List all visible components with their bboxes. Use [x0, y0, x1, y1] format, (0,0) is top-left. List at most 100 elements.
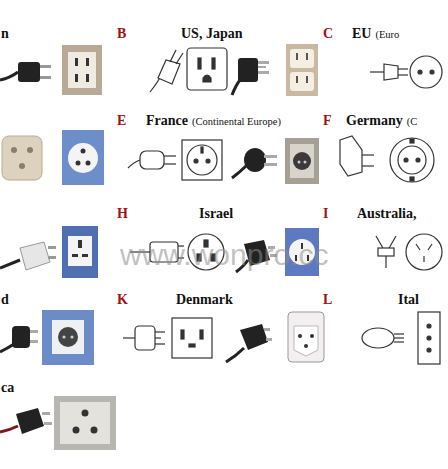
socket-photo [58, 327, 78, 347]
socket-drawing [427, 336, 431, 340]
plug-drawing [394, 333, 404, 334]
socket-drawing [427, 324, 431, 328]
black-plug [0, 326, 38, 352]
socket-drawing [187, 48, 227, 90]
socket-drawing [410, 139, 414, 143]
socket-photo [304, 344, 308, 348]
socket-drawing [398, 146, 426, 174]
socket-photo [86, 58, 89, 66]
black-plug [258, 71, 269, 74]
country-name: n [1, 26, 9, 42]
black-plug [40, 65, 51, 68]
black-plug [0, 426, 18, 432]
black-plug [30, 340, 38, 343]
plug-drawing [384, 64, 398, 80]
socket-drawing [182, 140, 222, 180]
black-plug [264, 328, 270, 331]
black-plug [264, 155, 277, 158]
plug-drawing [123, 337, 135, 338]
country-name: France [146, 113, 188, 129]
black-plug [40, 76, 51, 79]
country-name: Australia, [357, 206, 417, 222]
plug-drawing [135, 326, 155, 350]
socket-photo [294, 326, 318, 356]
country-name: Ital [398, 292, 419, 308]
type-letter: E [117, 113, 126, 129]
socket-drawing [430, 70, 434, 74]
black-plug [226, 324, 272, 362]
socket-drawing [212, 58, 215, 69]
socket-photo [288, 312, 324, 362]
plug-drawing [155, 331, 165, 332]
black-plug [42, 412, 50, 415]
plug-drawing [340, 136, 374, 176]
plug-photo [48, 256, 56, 259]
socket-photo [72, 254, 78, 257]
socket-photo [62, 226, 98, 278]
socket-drawing [203, 75, 211, 82]
black-plug [258, 66, 266, 68]
plug-drawing [376, 236, 396, 268]
socket-photo [54, 396, 116, 450]
type-letter: K [117, 292, 128, 308]
socket-photo [296, 76, 298, 83]
socket-drawing [390, 138, 434, 182]
socket-photo [290, 72, 314, 91]
socket-drawing [181, 330, 184, 339]
socket-photo [82, 410, 89, 417]
socket-photo [52, 320, 84, 354]
plug-drawing [394, 341, 404, 342]
black-plug [18, 62, 40, 82]
socket-photo [296, 53, 298, 60]
socket-photo [286, 44, 318, 96]
socket-photo [62, 130, 104, 185]
socket-photo [70, 335, 73, 338]
socket-photo [62, 45, 102, 95]
country-name: Germany [346, 113, 403, 129]
type-letter: B [117, 26, 126, 42]
country-name: US, Japan [181, 26, 242, 42]
plug-drawing [362, 154, 374, 155]
black-plug [232, 148, 277, 178]
socket-photo [288, 312, 324, 362]
socket-drawing [200, 330, 203, 339]
black-plug [240, 324, 268, 350]
socket-drawing [187, 48, 227, 90]
plug-drawing [170, 50, 176, 62]
socket-drawing [410, 177, 414, 181]
black-plug [12, 326, 30, 348]
socket-photo [68, 143, 98, 173]
socket-photo [62, 335, 65, 338]
socket-drawing [410, 56, 442, 88]
socket-photo [86, 161, 91, 166]
socket-photo [285, 138, 319, 184]
plug-drawing [362, 165, 374, 166]
black-plug [232, 80, 240, 95]
plug-photo [27, 147, 33, 153]
socket-photo [306, 53, 308, 60]
socket-photo [54, 396, 116, 450]
plug-photo [2, 136, 42, 180]
black-plug [226, 348, 244, 362]
socket-photo [81, 149, 86, 154]
plug-drawing [155, 337, 161, 338]
plug-drawing [155, 343, 165, 344]
socket-drawing [428, 244, 432, 250]
socket-photo [285, 138, 319, 184]
plug-drawing [128, 160, 140, 168]
plug-drawing [164, 163, 176, 164]
region-note: (Euro [375, 29, 399, 41]
socket-photo [62, 226, 98, 278]
socket-photo [290, 144, 314, 178]
socket-photo [75, 74, 78, 82]
socket-photo [78, 240, 82, 248]
country-name: Israel [199, 206, 233, 222]
black-plug [232, 166, 246, 178]
socket-photo [286, 44, 318, 96]
socket-photo [73, 427, 80, 434]
socket-drawing [416, 244, 420, 250]
plug-photo [19, 163, 25, 169]
black-plug [0, 344, 14, 352]
socket-drawing [187, 145, 217, 175]
